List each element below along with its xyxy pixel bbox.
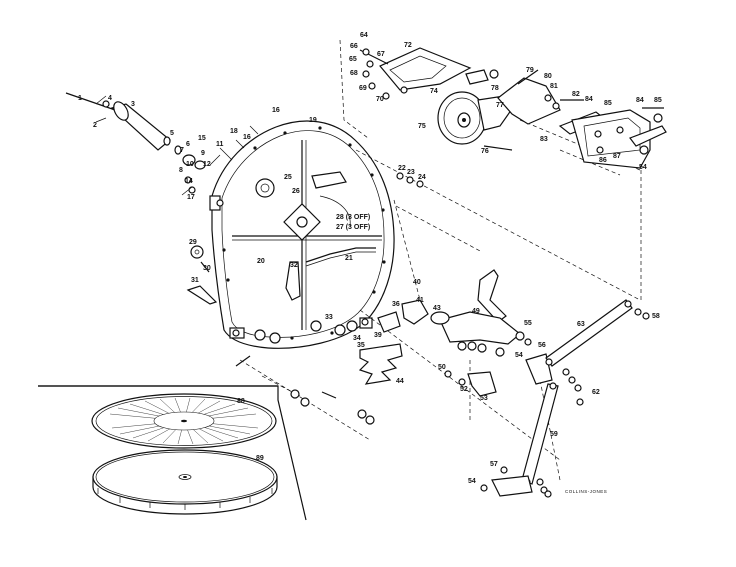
part-label-l40: 40 (413, 279, 421, 286)
part-label-l23: 23 (407, 169, 415, 176)
part-label-l39: 39 (374, 332, 382, 339)
part-label-l77: 77 (496, 102, 504, 109)
part-label-l32: 32 (290, 262, 298, 269)
part-label-l63: 63 (577, 321, 585, 328)
part-label-l58: 58 (652, 313, 660, 320)
part-label-l15: 15 (198, 135, 206, 142)
part-label-l22: 22 (398, 165, 406, 172)
part-label-l78: 78 (491, 85, 499, 92)
part-label-l41: 41 (416, 297, 424, 304)
linkage-rods (480, 299, 650, 498)
part-label-l19: 19 (309, 117, 317, 124)
part-label-l87: 87 (613, 153, 621, 160)
part-label-l81: 81 (550, 83, 558, 90)
part-label-l72: 72 (404, 42, 412, 49)
part-label-l11: 11 (216, 141, 224, 148)
part-label-l8: 8 (179, 167, 183, 174)
part-label-l25: 25 (284, 174, 292, 181)
part-label-l88: 88 (237, 398, 245, 405)
part-label-l62: 62 (592, 389, 600, 396)
part-label-l44: 44 (396, 378, 404, 385)
part-label-l84: 84 (585, 96, 593, 103)
part-label-l67: 67 (377, 51, 385, 58)
part-label-l57: 57 (490, 461, 498, 468)
part-label-l69: 69 (359, 85, 367, 92)
part-label-l52: 52 (460, 386, 468, 393)
part-label-l68: 68 (350, 70, 358, 77)
part-label-l56: 56 (538, 342, 546, 349)
chassis-rivets (222, 126, 386, 340)
part-label-l53: 53 (480, 395, 488, 402)
part-label-l29: 29 (189, 239, 197, 246)
part-label-l6: 6 (186, 141, 190, 148)
part-label-l3: 3 (131, 101, 135, 108)
turntable-inset (38, 385, 307, 521)
part-label-l54c: 54 (639, 164, 647, 171)
part-label-l66: 66 (350, 43, 358, 50)
part-label-l86: 86 (599, 157, 607, 164)
part-label-l14: 14 (185, 178, 193, 185)
part-label-l35: 35 (357, 342, 365, 349)
part-label-l1: 1 (78, 95, 82, 102)
part-label-l50: 50 (438, 364, 446, 371)
part-label-l16b: 16 (272, 107, 280, 114)
spindle-assembly (65, 92, 259, 196)
lower-small-parts (235, 172, 424, 425)
part-label-l65: 65 (349, 56, 357, 63)
part-label-l7: 7 (180, 147, 184, 154)
part-label-l16: 16 (243, 134, 251, 141)
part-label-l74: 74 (430, 88, 438, 95)
part-label-l79: 79 (526, 67, 534, 74)
turntable-mat (91, 393, 277, 449)
motor-idler-assembly (359, 47, 667, 169)
part-label-l10: 10 (186, 161, 194, 168)
part-label-l43: 43 (433, 305, 441, 312)
part-label-l85: 85 (604, 100, 612, 107)
part-label-l17: 17 (187, 194, 195, 201)
part-label-l30: 30 (203, 265, 211, 272)
part-label-l89: 89 (256, 455, 264, 462)
part-label-l33: 33 (325, 314, 333, 321)
part-label-l31: 31 (191, 277, 199, 284)
part-label-l18: 18 (230, 128, 238, 135)
part-label-l80: 80 (544, 73, 552, 80)
part-label-l12: 12 (203, 161, 211, 168)
change-mechanism (358, 269, 553, 397)
part-label-l4: 4 (108, 95, 112, 102)
part-label-l54: 54 (515, 352, 523, 359)
part-label-l82: 82 (572, 91, 580, 98)
left-side-parts (186, 245, 218, 305)
part-label-l85b: 85 (654, 97, 662, 104)
part-label-l70: 70 (376, 96, 384, 103)
turntable-platter (92, 449, 278, 515)
part-label-l2: 2 (93, 122, 97, 129)
part-label-l55: 55 (524, 320, 532, 327)
part-label-l76: 76 (481, 148, 489, 155)
part-label-l75: 75 (418, 123, 426, 130)
part-label-l21: 21 (345, 255, 353, 262)
part-label-l26: 26 (292, 188, 300, 195)
part-label-l54b: 54 (468, 478, 476, 485)
part-label-l36: 36 (392, 301, 400, 308)
part-label-l59: 59 (550, 431, 558, 438)
part-label-l9: 9 (201, 150, 205, 157)
part-label-l64: 64 (360, 32, 368, 39)
part-label-l5: 5 (170, 130, 174, 137)
part-label-l27: 27 (3 OFF) (336, 224, 370, 231)
part-label-l28: 28 (3 OFF) (336, 214, 370, 221)
part-label-l34: 34 (353, 335, 361, 342)
part-label-l24: 24 (418, 174, 426, 181)
part-label-l84b: 84 (636, 97, 644, 104)
part-label-l49: 49 (472, 308, 480, 315)
part-label-l83: 83 (540, 136, 548, 143)
illustrator-credit: COLLINS-JONES (565, 489, 607, 494)
main-chassis-frame (209, 120, 395, 349)
part-label-l20: 20 (257, 258, 265, 265)
